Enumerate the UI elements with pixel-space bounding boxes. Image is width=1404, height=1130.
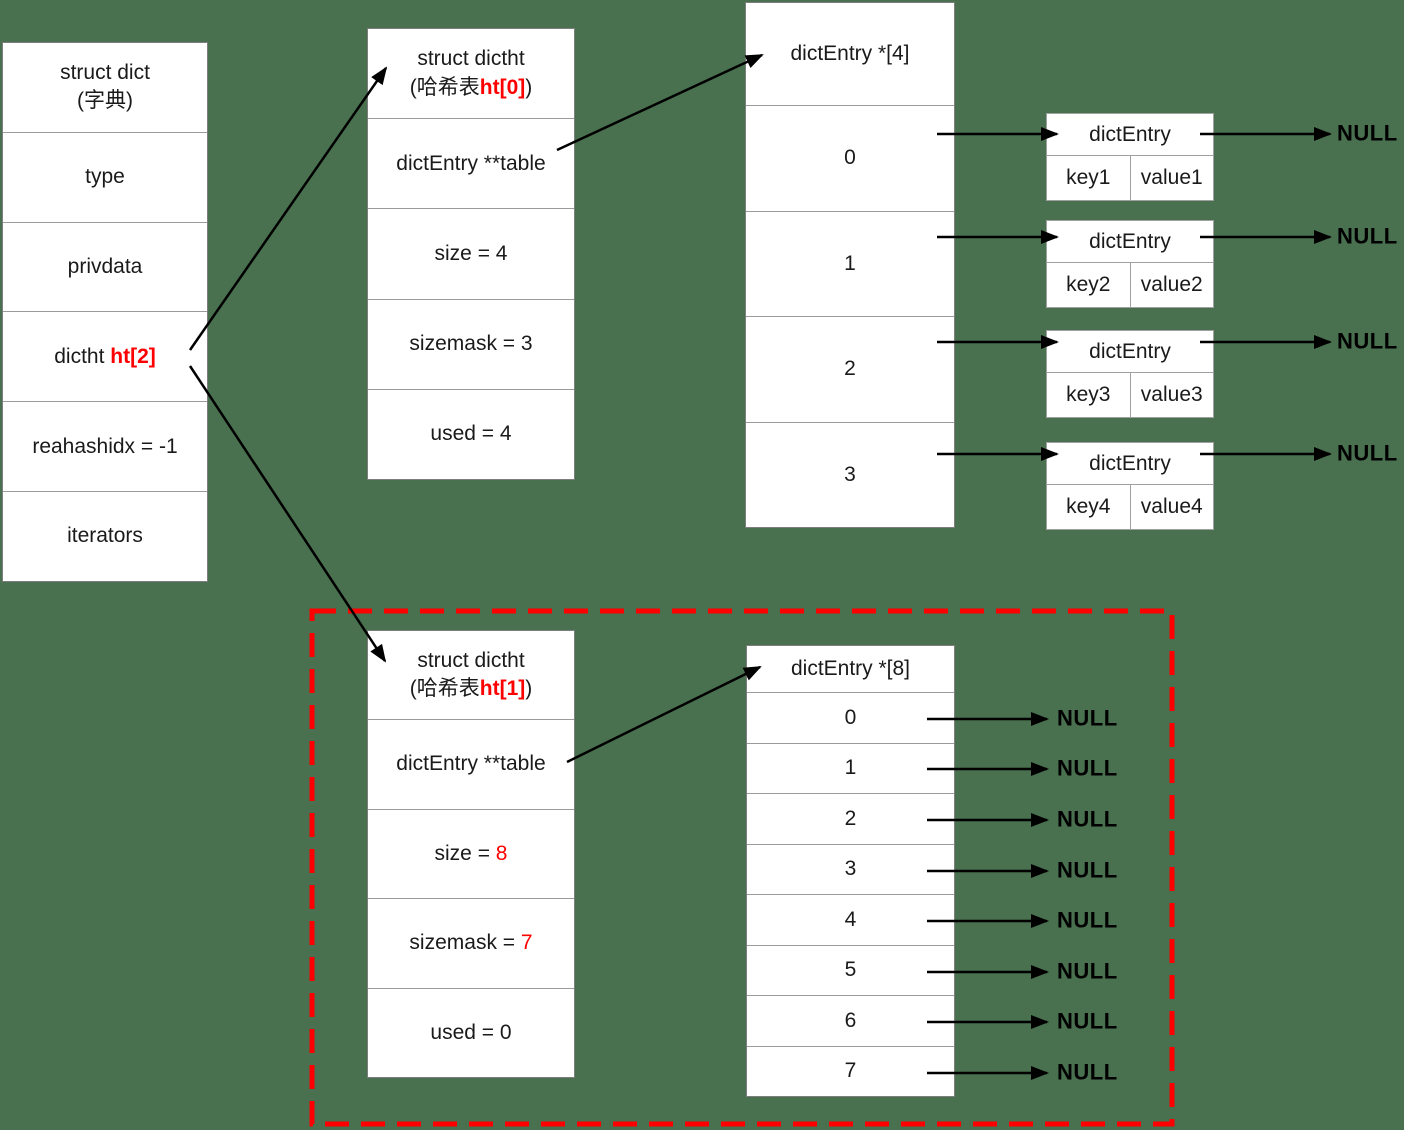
null-label-slot-4: NULL [1057, 907, 1118, 933]
null-label-entry-3: NULL [1337, 328, 1398, 354]
array8-cell-0: 0 [747, 692, 954, 743]
arrow-ht2-to-ht1 [188, 365, 387, 663]
ht1-row-sizemask: sizemask = 7 [368, 898, 574, 987]
ht1-title: struct dictht (哈希表ht[1]) [409, 648, 533, 701]
dictentry-1-key: key1 [1047, 156, 1131, 200]
array8-cell-6: 6 [747, 995, 954, 1046]
ht0-highlight: ht[0] [479, 75, 526, 99]
array4-cell-1: 1 [746, 210, 954, 317]
dictentry-array4-box: dictEntry *[4] 0 1 2 3 [745, 2, 955, 528]
arrow-ht2-to-ht0 [188, 66, 388, 351]
null-label-slot-0: NULL [1057, 705, 1118, 731]
dictentry-box-2: dictEntry key2 value2 [1046, 220, 1214, 308]
dictentry-array8-box: dictEntry *[8] 0 1 2 3 4 5 6 7 [746, 645, 955, 1097]
array8-title: dictEntry *[8] [790, 656, 911, 680]
null-label-entry-1: NULL [1337, 120, 1398, 146]
ht0-row-table: dictEntry **table [368, 118, 574, 208]
array4-title: dictEntry *[4] [790, 41, 910, 65]
array8-cell-3: 3 [747, 843, 954, 895]
ht1-sizemask-value: 7 [520, 931, 533, 955]
dictentry-3-key: key3 [1047, 373, 1131, 417]
dict-row-dictht: dictht ht[2] [3, 311, 207, 401]
array4-cell-2: 2 [746, 316, 954, 422]
array8-cell-4: 4 [747, 894, 954, 945]
null-label-slot-1: NULL [1057, 755, 1118, 781]
array4-cell-0: 0 [746, 105, 954, 211]
dictentry-2-key: key2 [1047, 263, 1131, 307]
dictentry-2-title: dictEntry [1047, 221, 1213, 263]
struct-dict-box: struct dict (字典) type privdata dictht ht… [2, 42, 208, 582]
dictentry-box-3: dictEntry key3 value3 [1046, 330, 1214, 418]
null-label-slot-6: NULL [1057, 1008, 1118, 1034]
ht0-row-size: size = 4 [368, 208, 574, 298]
dictentry-box-4: dictEntry key4 value4 [1046, 442, 1214, 530]
ht0-row-used: used = 4 [368, 388, 574, 479]
array8-cell-2: 2 [747, 793, 954, 844]
arrow-ht0-table-to-array4 [556, 53, 764, 152]
array8-cell-1: 1 [747, 742, 954, 794]
ht1-row-table: dictEntry **table [368, 719, 574, 808]
null-label-slot-5: NULL [1057, 958, 1118, 984]
null-label-entry-2: NULL [1337, 223, 1398, 249]
dictentry-4-key: key4 [1047, 485, 1131, 529]
ht1-highlight: ht[1] [479, 677, 526, 701]
ht2-highlight: ht[2] [110, 344, 156, 368]
dictentry-4-value: value4 [1140, 495, 1203, 518]
dictht-ht0-box: struct dictht (哈希表ht[0]) dictEntry **tab… [367, 28, 575, 480]
dictht-ht1-box: struct dictht (哈希表ht[1]) dictEntry **tab… [367, 630, 575, 1078]
dictentry-box-1: dictEntry key1 value1 [1046, 113, 1214, 201]
null-label-entry-4: NULL [1337, 440, 1398, 466]
dict-row-iterators: iterators [3, 491, 207, 581]
ht0-title: struct dictht (哈希表ht[0]) [409, 47, 533, 99]
dictentry-2-value: value2 [1140, 273, 1203, 296]
struct-dict-title: struct dict (字典) [60, 61, 150, 113]
array4-cell-3: 3 [746, 421, 954, 528]
dict-row-type: type [3, 131, 207, 222]
ht1-row-used: used = 0 [368, 987, 574, 1077]
ht1-row-size: size = 8 [368, 808, 574, 898]
null-label-slot-7: NULL [1057, 1059, 1118, 1085]
null-label-slot-2: NULL [1057, 806, 1118, 832]
dictentry-3-title: dictEntry [1047, 331, 1213, 373]
null-label-slot-3: NULL [1057, 857, 1118, 883]
array8-cell-7: 7 [747, 1045, 954, 1097]
dict-row-privdata: privdata [3, 221, 207, 312]
dictentry-1-value: value1 [1140, 166, 1203, 189]
arrow-ht1-table-to-array8 [566, 665, 762, 764]
array8-cell-5: 5 [747, 944, 954, 996]
dictentry-1-title: dictEntry [1047, 114, 1213, 156]
dictentry-4-title: dictEntry [1047, 443, 1213, 485]
ht0-row-sizemask: sizemask = 3 [368, 298, 574, 389]
dictentry-3-value: value3 [1140, 383, 1203, 406]
ht1-size-value: 8 [495, 841, 508, 865]
dict-row-rehashidx: reahashidx = -1 [3, 401, 207, 491]
